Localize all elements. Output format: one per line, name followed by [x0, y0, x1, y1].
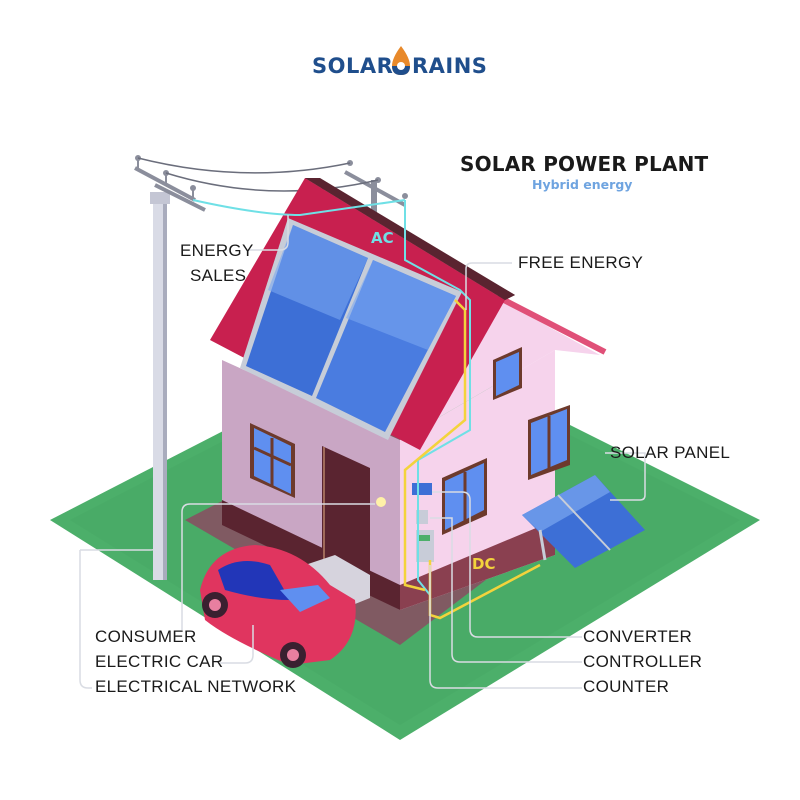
- label-controller: CONTROLLER: [583, 652, 703, 671]
- light-bulb-icon: [376, 497, 386, 507]
- label-counter: COUNTER: [583, 677, 670, 696]
- front-door: [322, 446, 370, 585]
- side-window-upper: [493, 347, 522, 400]
- logo-text-rains: RAINS: [412, 54, 488, 78]
- side-window-lower-right: [528, 405, 570, 480]
- ac-label: AC: [371, 229, 394, 247]
- label-energy-sales-line2: SALES: [190, 266, 247, 285]
- utility-pole: [134, 155, 408, 580]
- label-electrical-network: ELECTRICAL NETWORK: [95, 677, 297, 696]
- label-energy-sales-line1: ENERGY: [180, 241, 254, 260]
- label-free-energy: FREE ENERGY: [518, 253, 644, 272]
- label-solar-panel: SOLAR PANEL: [610, 443, 731, 462]
- label-consumer: CONSUMER: [95, 627, 197, 646]
- label-converter: CONVERTER: [583, 627, 693, 646]
- label-electric-car: ELECTRIC CAR: [95, 652, 224, 671]
- dc-label: DC: [472, 555, 496, 573]
- sun-drop-icon: [392, 46, 410, 75]
- roof-solar-panels: [240, 218, 462, 440]
- side-window-lower-left: [442, 458, 487, 535]
- front-window: [250, 423, 295, 498]
- page-title: SOLAR POWER PLANT: [460, 152, 709, 176]
- ground-solar-panel: [522, 475, 645, 568]
- ac-wire: [192, 199, 471, 596]
- solar-rains-logo: SOLAR RAINS: [312, 46, 492, 86]
- callout-lines: [79, 215, 646, 689]
- electric-car: [200, 545, 356, 668]
- page-subtitle: Hybrid energy: [532, 177, 633, 192]
- logo-text-solar: SOLAR: [312, 54, 394, 78]
- converter-device: [412, 483, 432, 495]
